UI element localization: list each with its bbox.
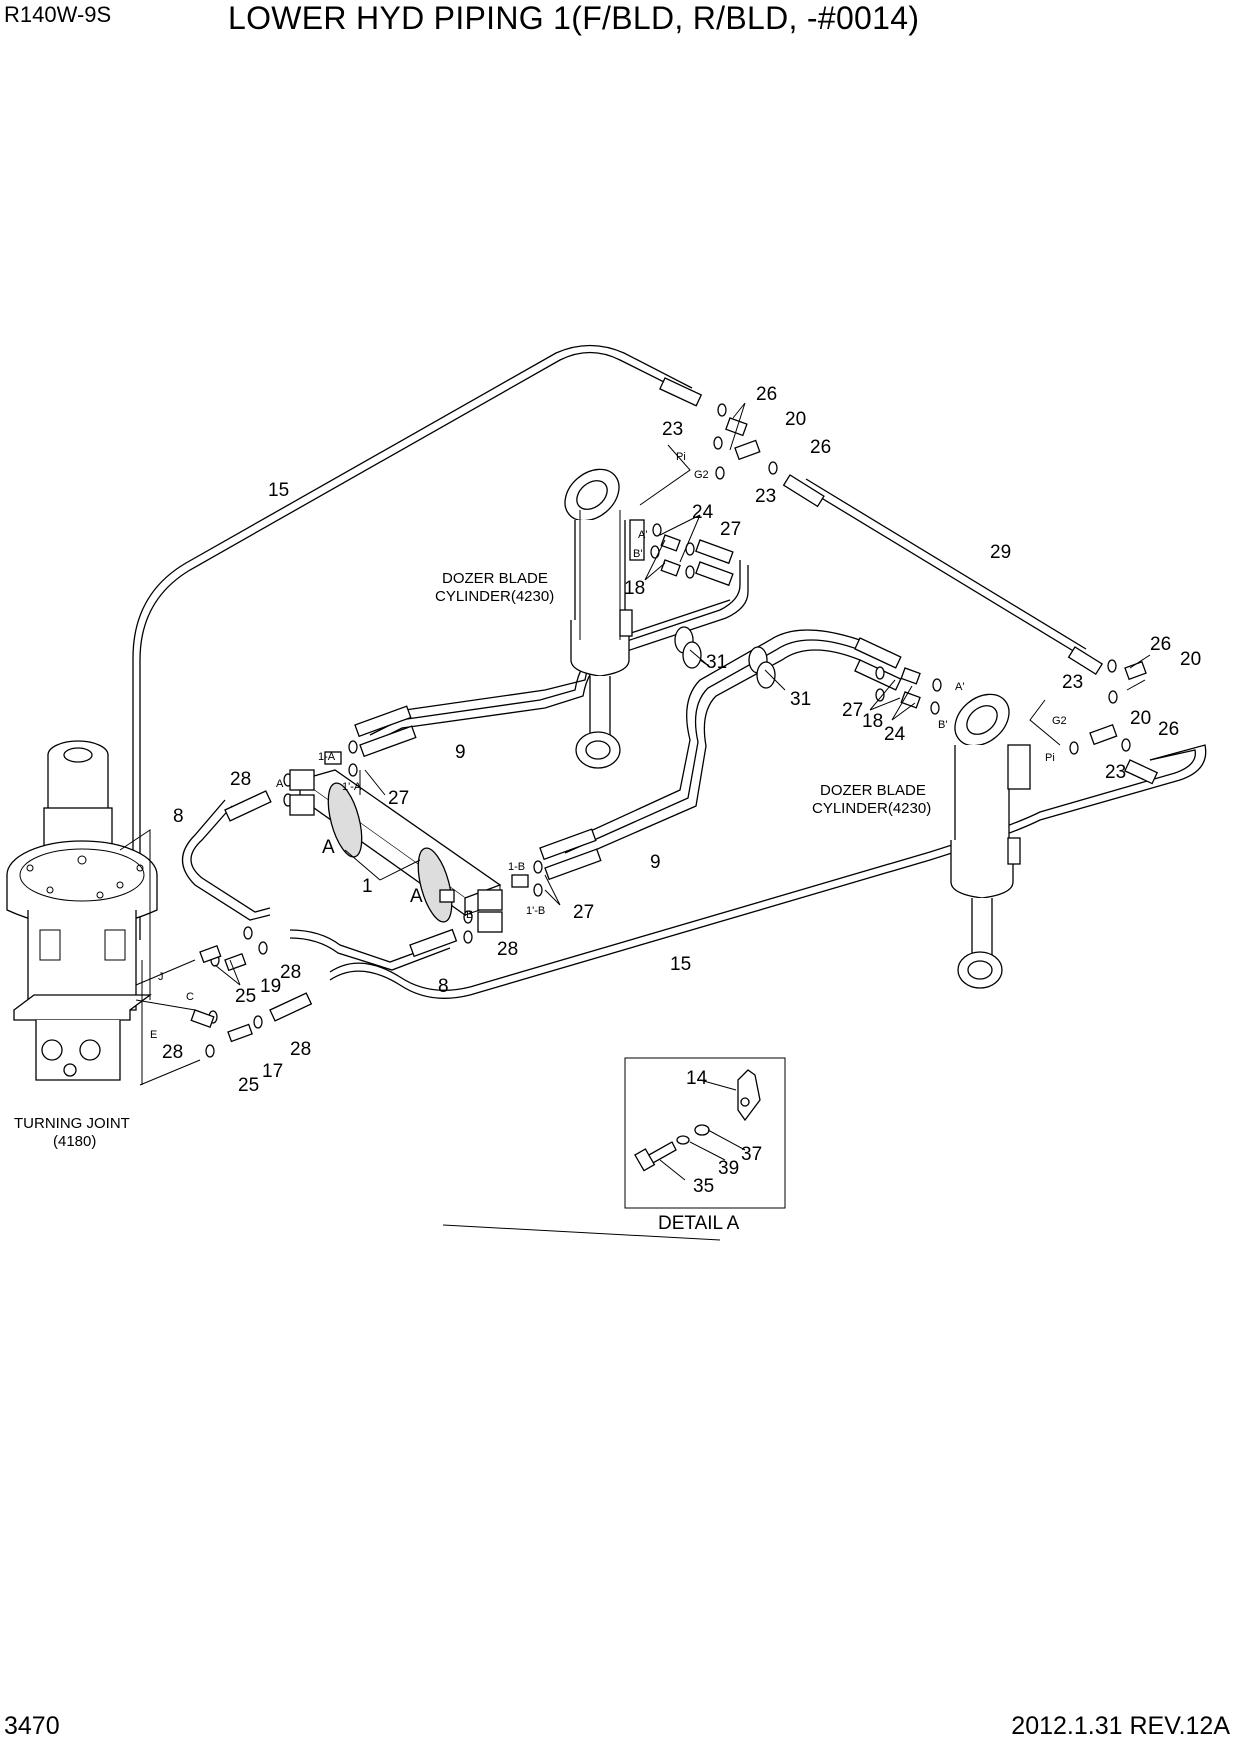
detail-a-box [624,1057,786,1209]
pipe-15-upper [132,344,693,940]
pipe-clamps [674,626,776,689]
leader-lines [214,402,1151,1241]
detail-a-label: DETAIL A [658,1213,740,1234]
pipe-9-right [559,629,861,862]
port-label: B' [938,719,947,731]
port-label: 1'-B [526,905,545,917]
part-number: 17 [262,1061,283,1082]
pipe-29 [799,478,1087,656]
section-markers: A A [322,837,423,907]
part-number: 28 [497,939,518,960]
hose-fittings [224,377,1159,1022]
part-number: 28 [290,1039,311,1060]
part-number: 20 [785,409,806,430]
part-number: 27 [573,902,594,923]
port-label: E [150,1029,157,1041]
turning-joint-label: TURNING JOINT [14,1115,130,1132]
port-label: 1'-A [342,781,362,793]
port-label: G2 [1052,715,1067,727]
dozer-cylinder-label: DOZER BLADE [442,570,548,587]
port-label: J [158,971,164,983]
port-lines [135,444,1061,1086]
part-number: 24 [692,502,714,523]
turning-joint [6,740,158,1081]
turning-joint-label: (4180) [53,1133,96,1150]
revision-date: 2012.1.31 REV.12A [1011,1712,1230,1740]
pipe-15-lower [329,744,1207,999]
part-number: 18 [624,578,645,599]
part-number: 9 [650,852,661,873]
part-number: 29 [990,542,1011,563]
part-number: 25 [235,986,256,1007]
dozer-blade-cylinder-left [564,468,645,769]
part-number: 26 [1150,634,1171,655]
pipe-8 [181,799,451,971]
port-label: 1-B [508,861,525,873]
port-label: B' [633,548,642,560]
part-number: 35 [693,1176,714,1197]
part-number: 26 [810,437,831,458]
section-marker: A [322,837,335,858]
part-number: 19 [260,976,281,997]
part-number: 39 [718,1158,739,1179]
adapters [190,417,1147,1043]
part-number: 28 [162,1042,183,1063]
part-number: 37 [741,1144,762,1165]
part-number: 31 [790,689,811,710]
part-number: 27 [388,788,409,809]
part-number: 27 [842,700,863,721]
part-number: 14 [686,1068,708,1089]
component-labels: DOZER BLADE CYLINDER(4230) DOZER BLADE C… [14,570,931,1234]
dozer-cylinder-label: CYLINDER(4230) [435,588,554,605]
part-number: 25 [238,1075,259,1096]
port-label: A [276,778,284,790]
part-number: 27 [720,519,741,540]
manifold-block [289,751,529,933]
part-number: 15 [670,954,691,975]
port-labels: Pi G2 A' B' A' B' G2 Pi 1-A 1'-A A 1-B 1… [150,451,1067,1041]
page-title: LOWER HYD PIPING 1(F/BLD, R/BLD, -#0014) [228,0,920,36]
model-code: R140W-9S [4,2,112,27]
part-number: 8 [173,806,184,827]
port-label: G2 [694,469,709,481]
part-number: 15 [268,480,289,501]
part-number: 20 [1180,649,1201,670]
port-label: Pi [1045,752,1055,764]
part-number: 1 [362,876,373,897]
part-number: 23 [1062,672,1083,693]
port-label: C [186,991,194,1003]
part-number: 28 [280,962,301,983]
port-label: A' [638,529,647,541]
part-number: 26 [1158,719,1179,740]
dozer-blade-cylinder-right [950,693,1031,989]
dozer-cylinder-label: DOZER BLADE [820,782,926,799]
port-label: A' [955,681,964,693]
part-number: 31 [706,652,727,673]
o-rings [205,403,1131,1058]
part-number: 26 [756,384,777,405]
part-number: 9 [455,742,466,763]
port-label: 1-A [318,751,336,763]
part-number: 18 [862,711,883,732]
port-label: B [466,909,473,921]
part-number: 23 [1105,762,1126,783]
part-number: 24 [884,724,906,745]
page-number: 3470 [4,1712,60,1740]
dozer-cylinder-label: CYLINDER(4230) [812,800,931,817]
part-numbers: 26 20 23 26 23 15 24 27 18 29 31 26 20 2… [162,384,1201,1197]
part-number: 23 [662,419,683,440]
port-label: Pi [676,451,686,463]
part-number: 8 [438,976,449,997]
section-marker: A [410,886,423,907]
part-number: 20 [1130,708,1151,729]
part-number: 28 [230,769,251,790]
part-number: 23 [755,486,776,507]
